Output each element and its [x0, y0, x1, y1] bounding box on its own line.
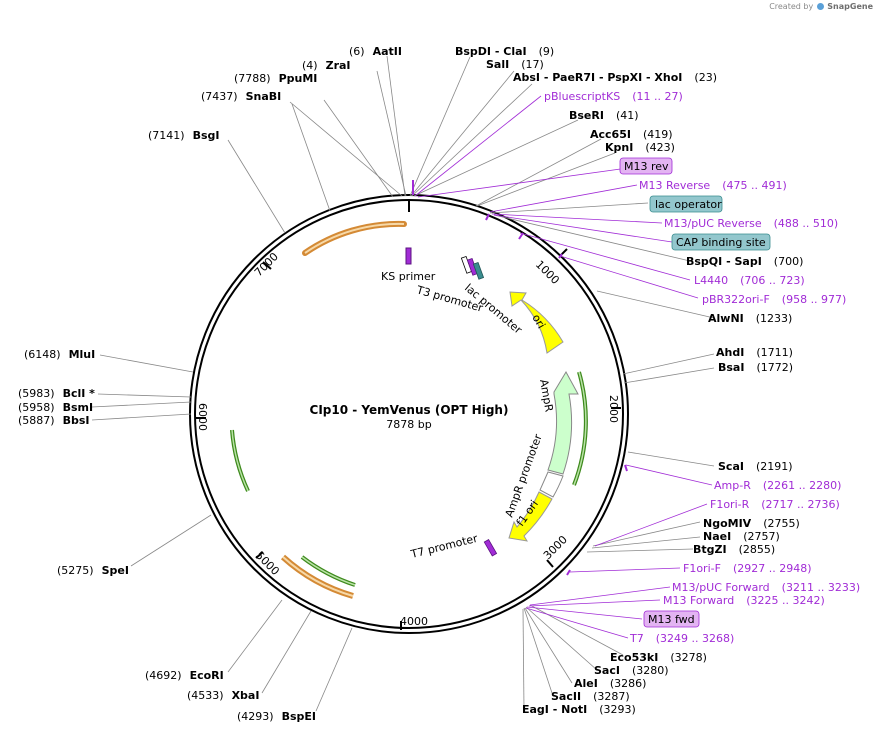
ks-primer-mark [405, 247, 412, 265]
m13-fwd-label: M13 fwd [648, 613, 695, 626]
lac-operator-box [649, 195, 723, 213]
cap-binding-site-label: CAP binding site [676, 236, 766, 249]
feature-arcs [230, 220, 588, 599]
site-label: SacI(3280) [594, 664, 669, 677]
t7-promoter-mark [483, 539, 498, 557]
primer-label: Amp-R(2261 .. 2280) [714, 479, 841, 492]
credit-brand: SnapGene [827, 2, 873, 11]
site-label: Acc65I(419) [590, 128, 673, 141]
site-label: NaeI(2757) [703, 530, 780, 543]
f1-ori-arrow [508, 491, 553, 542]
site-label: (5275)SpeI [57, 564, 129, 577]
primer-label: M13 Forward(3225 .. 3242) [663, 594, 825, 607]
site-label: (7141)BsgI [148, 129, 219, 142]
credit-prefix: Created by [769, 2, 814, 11]
site-label: BspQI - SapI(700) [686, 255, 803, 268]
site-label: (4)ZraI [302, 59, 351, 72]
site-label: (6)AatII [349, 45, 402, 58]
primer-label: M13 Reverse(475 .. 491) [639, 179, 787, 192]
m13-rev-label: M13 rev [624, 160, 669, 173]
left-site-labels: (6)AatII (4)ZraI (7788)PpuMI (7437)SnaBI… [18, 45, 402, 723]
cap-binding-site-box [671, 233, 771, 251]
site-label: (5983)BclI * [18, 387, 95, 400]
primer-label: pBluescriptKS(11 .. 27) [544, 90, 683, 103]
ori-label: ori [529, 312, 547, 331]
site-label: EagI - NotI(3293) [522, 703, 636, 716]
tick-label-3000: 3000 [541, 533, 570, 562]
primer-label: M13/pUC Forward(3211 .. 3233) [672, 581, 860, 594]
primer-marks [412, 180, 628, 576]
site-label: AbsI - PaeR7I - PspXI - XhoI(23) [513, 71, 717, 84]
primer-label: F1ori-F(2927 .. 2948) [683, 562, 812, 575]
site-label: SalI(17) [486, 58, 544, 71]
site-label: BspDI - ClaI(9) [455, 45, 554, 58]
primer-label: M13/pUC Reverse(488 .. 510) [664, 217, 838, 230]
site-label: (6148)MluI [24, 348, 95, 361]
snapgene-credit: Created by SnapGene [769, 2, 873, 11]
m13-rev-box [619, 157, 673, 175]
site-label: ScaI(2191) [718, 460, 793, 473]
lac-promoter-marks [460, 255, 485, 280]
site-label: (7437)SnaBI [201, 90, 281, 103]
site-label: NgoMIV(2755) [703, 517, 800, 530]
site-label: AhdI(1711) [716, 346, 793, 359]
right-site-labels: BspDI - ClaI(9) SalI(17) AbsI - PaeR7I -… [455, 45, 860, 716]
site-label: KpnI(423) [605, 141, 675, 154]
m13-fwd-box [643, 610, 700, 628]
site-label: (4293)BspEI [237, 710, 316, 723]
tick-label-1000: 1000 [533, 258, 562, 287]
site-label: (4533)XbaI [187, 689, 259, 702]
primer-label: L4440(706 .. 723) [694, 274, 805, 287]
t7-promoter-label: T7 promoter [409, 532, 480, 561]
site-label: AlwNI(1233) [708, 312, 792, 325]
primer-label: pBR322ori-F(958 .. 977) [702, 293, 846, 306]
site-label: SacII(3287) [551, 690, 630, 703]
tick-label-4000: 4000 [400, 615, 428, 628]
ks-primer-label: KS primer [381, 270, 436, 283]
primer-leader-lines [414, 95, 713, 639]
ampr-arrow [547, 370, 579, 475]
leader-lines [91, 55, 715, 712]
site-label: BsaI(1772) [718, 361, 793, 374]
site-label: AleI(3286) [574, 677, 646, 690]
site-label: (5958)BsmI [18, 401, 93, 414]
ampr-promoter-arrow [539, 471, 564, 498]
lac-operator-label: lac operator [655, 198, 722, 211]
site-label: (4692)EcoRI [145, 669, 224, 682]
site-label: Eco53kI(3278) [610, 651, 707, 664]
site-label: BtgZI(2855) [693, 543, 775, 556]
tick-label-2000: 2000 [607, 395, 620, 423]
snapgene-logo-icon [816, 3, 824, 10]
primer-label: T7(3249 .. 3268) [629, 632, 734, 645]
plasmid-length: 7878 bp [386, 418, 431, 431]
ampr-label: AmpR [537, 378, 556, 413]
site-label: (7788)PpuMI [234, 72, 317, 85]
primer-label: F1ori-R(2717 .. 2736) [710, 498, 840, 511]
tick-label-6000: 6000 [196, 403, 209, 431]
site-label: BseRI(41) [569, 109, 639, 122]
ori-arrow [509, 291, 564, 354]
site-label: (5887)BbsI [18, 414, 89, 427]
plasmid-name: CIp10 - YemVenus (OPT High) [310, 403, 509, 417]
tick-label-7000: 7000 [252, 250, 281, 279]
